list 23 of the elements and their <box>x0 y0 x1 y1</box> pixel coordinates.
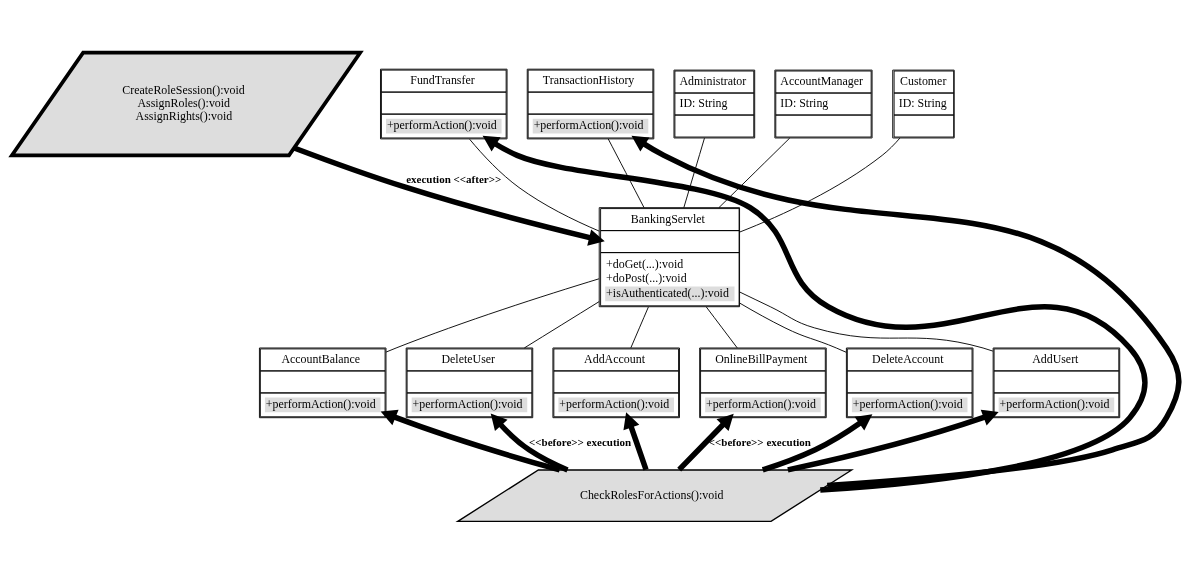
arrow <box>761 414 873 473</box>
connector <box>718 137 791 209</box>
connector <box>630 306 649 349</box>
connector <box>523 301 600 349</box>
arrow <box>482 135 1148 493</box>
arrow <box>490 413 569 473</box>
connector <box>739 291 994 352</box>
arrow <box>677 413 734 472</box>
connector <box>385 278 600 353</box>
edge-label: execution <<after>> <box>406 173 502 186</box>
connector <box>683 137 705 209</box>
connector <box>469 138 600 232</box>
arrow <box>623 412 649 471</box>
connector <box>607 138 645 208</box>
connector <box>705 306 738 349</box>
edge-label: <<before>> execution <box>529 435 632 448</box>
arrow <box>631 135 1182 489</box>
edge-label: <<before>> execution <box>708 435 811 448</box>
arrow <box>380 409 561 473</box>
arrow <box>293 145 605 246</box>
connector <box>739 302 847 353</box>
arrow <box>787 409 999 473</box>
connector <box>739 137 901 233</box>
